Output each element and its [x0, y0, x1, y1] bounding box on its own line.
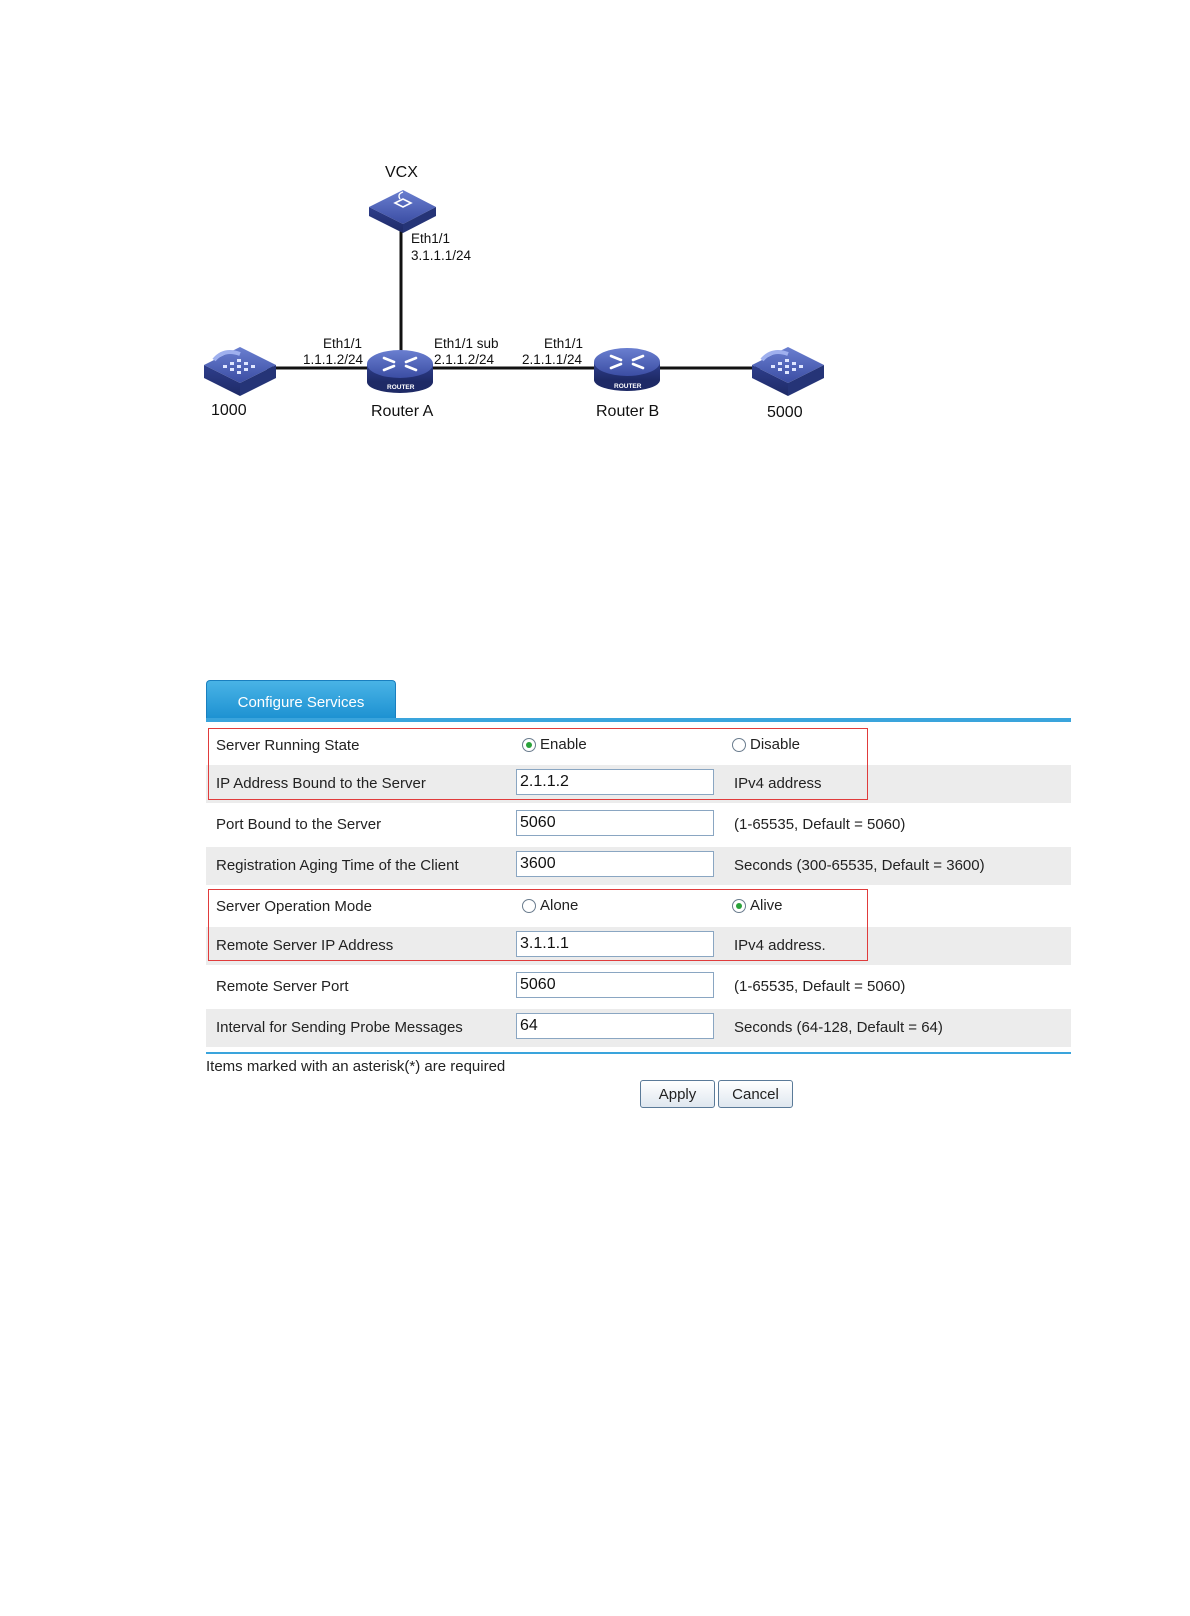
radio-alive[interactable]: Alive — [732, 897, 783, 914]
phone-5000-icon — [752, 347, 824, 396]
probe-interval-hint: Seconds (64-128, Default = 64) — [734, 1019, 943, 1036]
required-note: Items marked with an asterisk(*) are req… — [206, 1058, 506, 1075]
cancel-button[interactable]: Cancel — [718, 1080, 793, 1108]
panel-bottom-line — [206, 1052, 1071, 1054]
aging-time-hint: Seconds (300-65535, Default = 3600) — [734, 857, 985, 874]
aging-time-input[interactable] — [516, 851, 714, 877]
operation-mode-label: Server Operation Mode — [216, 898, 372, 915]
router-b-left-port: Eth1/1 — [544, 336, 583, 351]
port-bound-input[interactable] — [516, 810, 714, 836]
row-operation-mode: Server Operation Mode Alone Alive — [206, 888, 1071, 926]
router-a-left-ip: 1.1.1.2/24 — [303, 352, 364, 367]
row-port-bound: Port Bound to the Server (1-65535, Defau… — [206, 806, 1071, 844]
router-a-right-ip: 2.1.1.2/24 — [434, 352, 495, 367]
row-ip-bound: IP Address Bound to the Server IPv4 addr… — [206, 765, 1071, 803]
port-bound-hint: (1-65535, Default = 5060) — [734, 816, 906, 833]
highlight-box-operation-mode — [208, 889, 868, 961]
phone-1000-label: 1000 — [211, 402, 247, 419]
radio-alive-label: Alive — [750, 897, 783, 914]
probe-interval-label: Interval for Sending Probe Messages — [216, 1019, 463, 1036]
highlight-box-server-state — [208, 728, 868, 800]
ip-bound-label: IP Address Bound to the Server — [216, 775, 426, 792]
radio-alive-indicator[interactable] — [732, 898, 746, 913]
radio-enable[interactable]: Enable — [522, 736, 587, 753]
radio-alone-indicator[interactable] — [522, 898, 536, 913]
phone-1000-icon — [204, 347, 276, 396]
tab-configure-services[interactable]: Configure Services — [206, 680, 396, 721]
vcx-server-icon — [369, 190, 436, 233]
router-b-label: Router B — [596, 403, 659, 420]
remote-port-hint: (1-65535, Default = 5060) — [734, 978, 906, 995]
vcx-ip-label: 3.1.1.1/24 — [411, 248, 472, 263]
radio-enable-label: Enable — [540, 736, 587, 753]
row-remote-port: Remote Server Port (1-65535, Default = 5… — [206, 968, 1071, 1006]
ip-bound-input[interactable] — [516, 769, 714, 795]
phone-5000-label: 5000 — [767, 404, 803, 421]
port-bound-label: Port Bound to the Server — [216, 816, 382, 833]
remote-ip-label: Remote Server IP Address — [216, 937, 394, 954]
row-aging-time: Registration Aging Time of the Client Se… — [206, 847, 1071, 885]
row-server-running-state: Server Running State Enable Disable — [206, 727, 1071, 765]
router-a-right-port: Eth1/1 sub — [434, 336, 499, 351]
router-b-left-ip: 2.1.1.1/24 — [522, 352, 583, 367]
row-remote-ip: Remote Server IP Address IPv4 address. — [206, 927, 1071, 965]
router-b-icon: ROUTER — [594, 348, 660, 391]
radio-disable[interactable]: Disable — [732, 736, 800, 753]
network-diagram: VCX Eth1/1 3.1.1.1/24 ROUTER Router A Et… — [204, 164, 824, 421]
vcx-label: VCX — [385, 164, 418, 181]
probe-interval-input[interactable] — [516, 1013, 714, 1039]
remote-ip-hint: IPv4 address. — [734, 937, 826, 954]
apply-button[interactable]: Apply — [640, 1080, 715, 1108]
radio-alone[interactable]: Alone — [522, 897, 578, 914]
router-a-icon: ROUTER — [367, 350, 433, 393]
router-b-badge: ROUTER — [614, 383, 642, 390]
remote-port-input[interactable] — [516, 972, 714, 998]
router-a-badge: ROUTER — [387, 384, 415, 391]
ip-bound-hint: IPv4 address — [734, 775, 822, 792]
tab-underline — [206, 718, 1071, 722]
radio-enable-indicator[interactable] — [522, 737, 536, 752]
remote-port-label: Remote Server Port — [216, 978, 349, 995]
remote-ip-input[interactable] — [516, 931, 714, 957]
router-a-label: Router A — [371, 403, 434, 420]
radio-disable-label: Disable — [750, 736, 801, 753]
radio-disable-indicator[interactable] — [732, 737, 746, 752]
server-running-state-label: Server Running State — [216, 737, 360, 754]
row-probe-interval: Interval for Sending Probe Messages Seco… — [206, 1009, 1071, 1047]
router-a-left-port: Eth1/1 — [323, 336, 362, 351]
radio-alone-label: Alone — [540, 897, 579, 914]
aging-time-label: Registration Aging Time of the Client — [216, 857, 459, 874]
vcx-port-label: Eth1/1 — [411, 231, 450, 246]
